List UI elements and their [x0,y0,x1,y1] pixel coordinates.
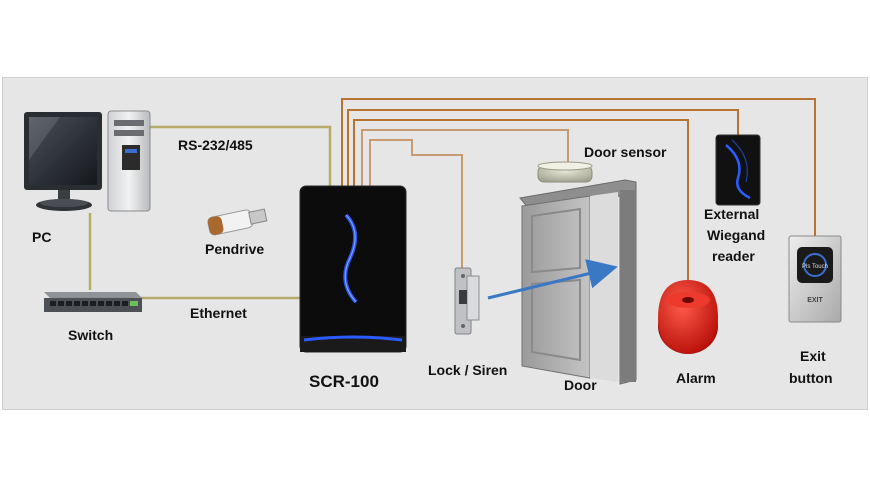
lock-to-door-arrow [487,259,618,300]
door-sensor-icon [537,161,593,183]
external-reader-wire [347,109,739,190]
open-door-icon [519,179,637,385]
rs232-wire [150,125,332,190]
lock-wire [369,139,463,268]
pc-icon [24,110,151,212]
door-label: Door [564,377,597,393]
exit-button-wire [341,98,816,236]
lock-label: Lock / Siren [428,362,507,378]
door-sensor-label: Door sensor [584,144,667,160]
switch-label: Switch [68,327,113,343]
scr100-device [299,185,407,353]
external-label-line1: External [704,206,759,222]
alarm-wire [353,119,689,280]
wiegand-reader-icon [715,134,761,206]
door-sensor-wire [361,129,569,190]
network-switch-icon [44,292,142,312]
usb-drive-icon [207,208,268,236]
external-label-line2: Wiegand [707,227,765,243]
alarm-label: Alarm [676,370,716,386]
exit-label-line1: Exit [800,348,826,364]
exit-button-icon: Pls Touch EXIT [788,235,842,323]
exit-label-line2: button [789,370,833,386]
electric-strike-lock-icon [454,267,480,335]
external-label-line3: reader [712,248,755,264]
rs232-label: RS-232/485 [178,137,253,153]
exit-button-text: Pls Touch [802,264,828,270]
alarm-bell-icon [658,280,718,354]
wires [88,98,816,300]
pendrive-label: Pendrive [205,241,264,257]
exit-plate-text: EXIT [807,297,823,304]
device-label: SCR-100 [309,372,379,391]
pc-label: PC [32,229,51,245]
ethernet-label: Ethernet [190,305,247,321]
